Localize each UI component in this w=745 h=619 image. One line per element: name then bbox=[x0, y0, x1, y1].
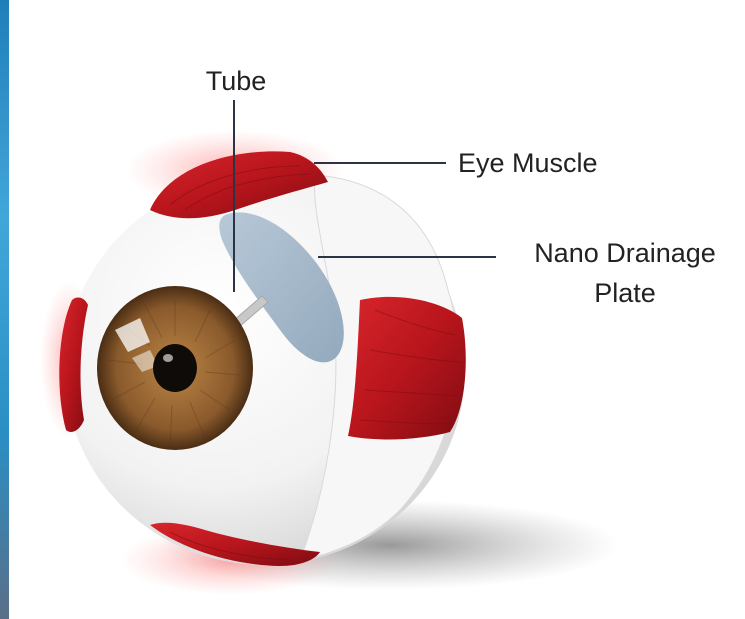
label-plate-line1: Nano Drainage bbox=[534, 238, 716, 268]
pupil-highlight bbox=[163, 354, 173, 362]
label-eye-muscle: Eye Muscle bbox=[458, 148, 598, 178]
left-edge-strip bbox=[0, 0, 9, 619]
label-tube: Tube bbox=[206, 66, 267, 96]
pupil bbox=[153, 344, 197, 392]
eye-muscle-right bbox=[348, 297, 466, 440]
label-plate-line2: Plate bbox=[594, 278, 656, 308]
